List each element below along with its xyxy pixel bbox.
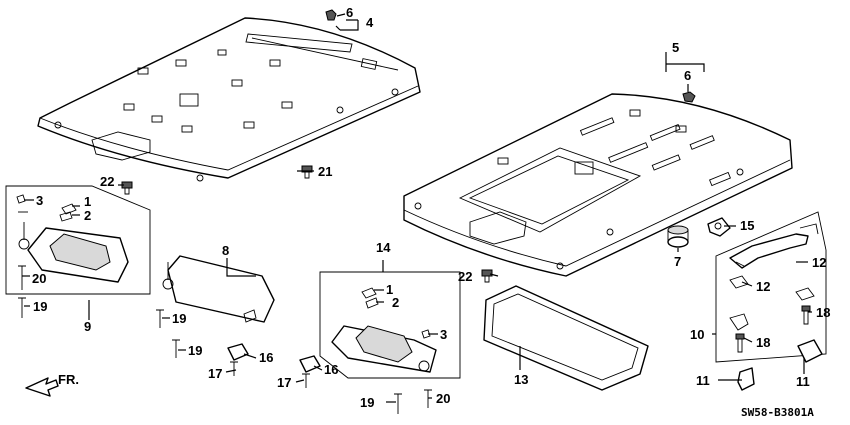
- callout-15: 15: [740, 218, 754, 233]
- callout-12-lower: 12: [756, 279, 770, 294]
- callout-8: 8: [222, 243, 229, 258]
- sunvisor-assy-14-group: [319, 271, 461, 379]
- sunvisor-assy-9-group: [5, 185, 151, 295]
- callout-6-right: 6: [684, 68, 691, 83]
- callout-12-upper: 12: [812, 255, 826, 270]
- callout-16-left: 16: [259, 350, 273, 365]
- callout-9: 9: [84, 319, 91, 334]
- callout-numbers: 6 4 5 6 21 22 22 3 1 2 20 19 9 8 19 19 1…: [32, 5, 830, 410]
- callout-5: 5: [672, 40, 679, 55]
- front-direction-arrow: FR.: [25, 372, 79, 397]
- grommet-7: [667, 225, 689, 248]
- callout-17-right: 17: [277, 375, 291, 390]
- callout-18-lower: 18: [756, 335, 770, 350]
- callout-3-left: 3: [36, 193, 43, 208]
- callout-16-right: 16: [324, 362, 338, 377]
- front-direction-label: FR.: [58, 372, 79, 387]
- holder-16-right: [299, 355, 321, 373]
- sunvisor-8: [162, 255, 275, 323]
- clip-22-middle: [481, 269, 493, 283]
- cover-11-right: [797, 339, 823, 363]
- callout-13: 13: [514, 372, 528, 387]
- callout-3-middle: 3: [440, 327, 447, 342]
- callout-22-middle: 22: [458, 269, 472, 284]
- clip-6-upper: [325, 9, 337, 21]
- clip-6-right: [682, 91, 696, 103]
- callout-21: 21: [318, 164, 332, 179]
- callout-4: 4: [366, 15, 374, 30]
- sunroof-seal-13: [483, 285, 649, 391]
- headliner-without-sunroof: [37, 17, 421, 182]
- callout-2-middle: 2: [392, 295, 399, 310]
- leader-lines: [22, 13, 812, 403]
- callout-20-left: 20: [32, 271, 46, 286]
- callout-11-right: 11: [796, 374, 810, 389]
- coat-hook-15: [707, 217, 731, 237]
- callout-19-d: 19: [360, 395, 374, 410]
- callout-17-left: 17: [208, 366, 222, 381]
- callout-22-left: 22: [100, 174, 114, 189]
- callout-6-upper: 6: [346, 5, 353, 20]
- clip-22-left: [121, 181, 133, 195]
- drawing-code: SW58-B3801A: [741, 406, 814, 419]
- headliner-with-sunroof: [403, 93, 793, 277]
- bolt-18-lower: [735, 333, 745, 353]
- holder-16-left: [227, 343, 249, 361]
- callout-11-left: 11: [696, 373, 710, 388]
- callout-2-left: 2: [84, 208, 91, 223]
- callout-1-left: 1: [84, 194, 91, 209]
- callout-19-left: 19: [33, 299, 47, 314]
- clip-21: [301, 165, 313, 179]
- callout-1-middle: 1: [386, 282, 393, 297]
- grab-rail-group-10: [715, 211, 827, 363]
- callout-19-b: 19: [172, 311, 186, 326]
- callout-20-middle: 20: [436, 391, 450, 406]
- callout-18-upper: 18: [816, 305, 830, 320]
- bolt-18-upper: [801, 305, 811, 325]
- callout-14: 14: [376, 240, 391, 255]
- callout-19-c: 19: [188, 343, 202, 358]
- cover-11-left: [737, 367, 755, 391]
- callout-7: 7: [674, 254, 681, 269]
- callout-10: 10: [690, 327, 704, 342]
- screws: [18, 297, 432, 414]
